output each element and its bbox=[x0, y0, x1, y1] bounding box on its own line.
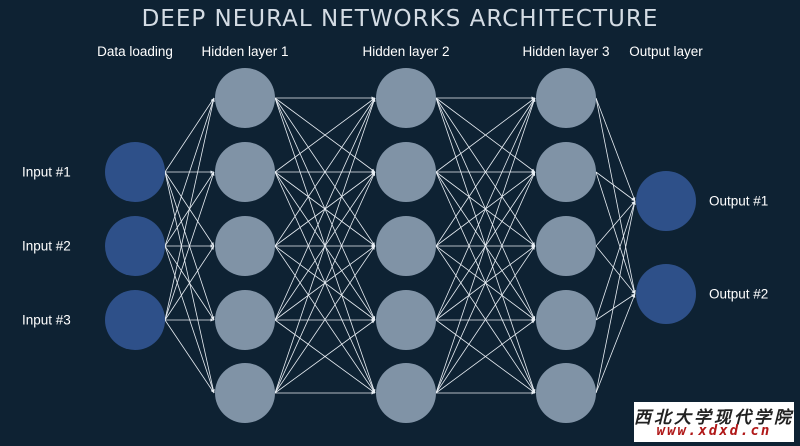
edge-hidden2-3-to-hidden3-1 bbox=[435, 97, 536, 247]
edge-hidden3-5-to-output-2 bbox=[595, 293, 636, 394]
watermark-url: www.xdxd.cn bbox=[656, 423, 772, 439]
hidden3-node-4 bbox=[536, 290, 596, 350]
edge-input-3-to-hidden1-3 bbox=[164, 245, 215, 321]
hidden2-node-2 bbox=[376, 142, 436, 202]
output-label-1: Output #1 bbox=[709, 193, 769, 209]
edge-hidden2-5-to-hidden3-3 bbox=[435, 245, 536, 394]
input-label-3: Input #3 bbox=[22, 312, 71, 328]
edge-input-1-to-hidden1-1 bbox=[164, 97, 215, 173]
hidden3-node-1 bbox=[536, 68, 596, 128]
connections bbox=[164, 96, 636, 395]
label-hidden-layer-1: Hidden layer 1 bbox=[201, 44, 289, 59]
edge-hidden3-1-to-output-1 bbox=[595, 97, 636, 202]
watermark-logo: 西北大学现代学院 www.xdxd.cn bbox=[634, 402, 794, 442]
edge-hidden2-2-to-hidden3-1 bbox=[435, 97, 536, 173]
hidden1-node-3 bbox=[215, 216, 275, 276]
hidden2-node-5 bbox=[376, 363, 436, 423]
edge-hidden3-1-to-output-2 bbox=[595, 97, 636, 295]
edge-hidden2-5-to-hidden3-4 bbox=[435, 319, 536, 394]
input-node-3 bbox=[105, 290, 165, 350]
hidden3-node-5 bbox=[536, 363, 596, 423]
hidden2-node-3 bbox=[376, 216, 436, 276]
hidden1-node-1 bbox=[215, 68, 275, 128]
hidden3-node-3 bbox=[536, 216, 596, 276]
input-label-1: Input #1 bbox=[22, 164, 71, 180]
edge-hidden2-5-to-hidden3-2 bbox=[435, 171, 536, 394]
output-label-2: Output #2 bbox=[709, 286, 769, 302]
edge-hidden1-5-to-hidden2-3 bbox=[274, 245, 376, 394]
edge-hidden1-5-to-hidden2-4 bbox=[274, 319, 376, 394]
input-node-1 bbox=[105, 142, 165, 202]
edge-input-2-to-hidden1-1 bbox=[164, 97, 215, 247]
label-data-loading: Data loading bbox=[97, 44, 173, 59]
edge-input-2-to-hidden1-5 bbox=[164, 245, 215, 394]
edge-hidden3-4-to-output-1 bbox=[595, 200, 636, 321]
hidden2-node-1 bbox=[376, 68, 436, 128]
label-hidden-layer-3: Hidden layer 3 bbox=[522, 44, 610, 59]
edge-hidden2-4-to-hidden3-1 bbox=[435, 97, 536, 321]
watermark-chinese: 西北大学现代学院 bbox=[634, 408, 794, 428]
edge-hidden3-3-to-output-2 bbox=[595, 245, 636, 295]
edge-input-3-to-hidden1-1 bbox=[164, 97, 215, 321]
input-node-2 bbox=[105, 216, 165, 276]
edge-hidden3-2-to-output-1 bbox=[595, 171, 636, 202]
edge-hidden3-2-to-output-2 bbox=[595, 171, 636, 295]
edge-hidden1-5-to-hidden2-2 bbox=[274, 171, 376, 394]
input-label-2: Input #2 bbox=[22, 238, 71, 254]
edge-hidden3-3-to-output-1 bbox=[595, 200, 636, 247]
edge-hidden2-5-to-hidden3-1 bbox=[435, 97, 536, 394]
hidden1-node-5 bbox=[215, 363, 275, 423]
diagram-title: DEEP NEURAL NETWORKS ARCHITECTURE bbox=[141, 6, 659, 32]
edge-hidden1-4-to-hidden2-1 bbox=[274, 97, 376, 321]
edge-input-3-to-hidden1-5 bbox=[164, 319, 215, 394]
edge-hidden1-2-to-hidden2-1 bbox=[274, 97, 376, 173]
hidden3-node-2 bbox=[536, 142, 596, 202]
hidden1-node-2 bbox=[215, 142, 275, 202]
hidden1-node-4 bbox=[215, 290, 275, 350]
label-hidden-layer-2: Hidden layer 2 bbox=[362, 44, 450, 59]
output-node-1 bbox=[636, 171, 696, 231]
edge-hidden3-4-to-output-2 bbox=[595, 293, 636, 321]
edge-hidden1-3-to-hidden2-1 bbox=[274, 97, 376, 247]
neurons bbox=[105, 68, 696, 423]
edge-input-3-to-hidden1-2 bbox=[164, 171, 215, 321]
edge-hidden3-5-to-output-1 bbox=[595, 200, 636, 394]
output-node-2 bbox=[636, 264, 696, 324]
edge-hidden1-5-to-hidden2-1 bbox=[274, 97, 376, 394]
hidden2-node-4 bbox=[376, 290, 436, 350]
label-output-layer: Output layer bbox=[629, 44, 703, 59]
